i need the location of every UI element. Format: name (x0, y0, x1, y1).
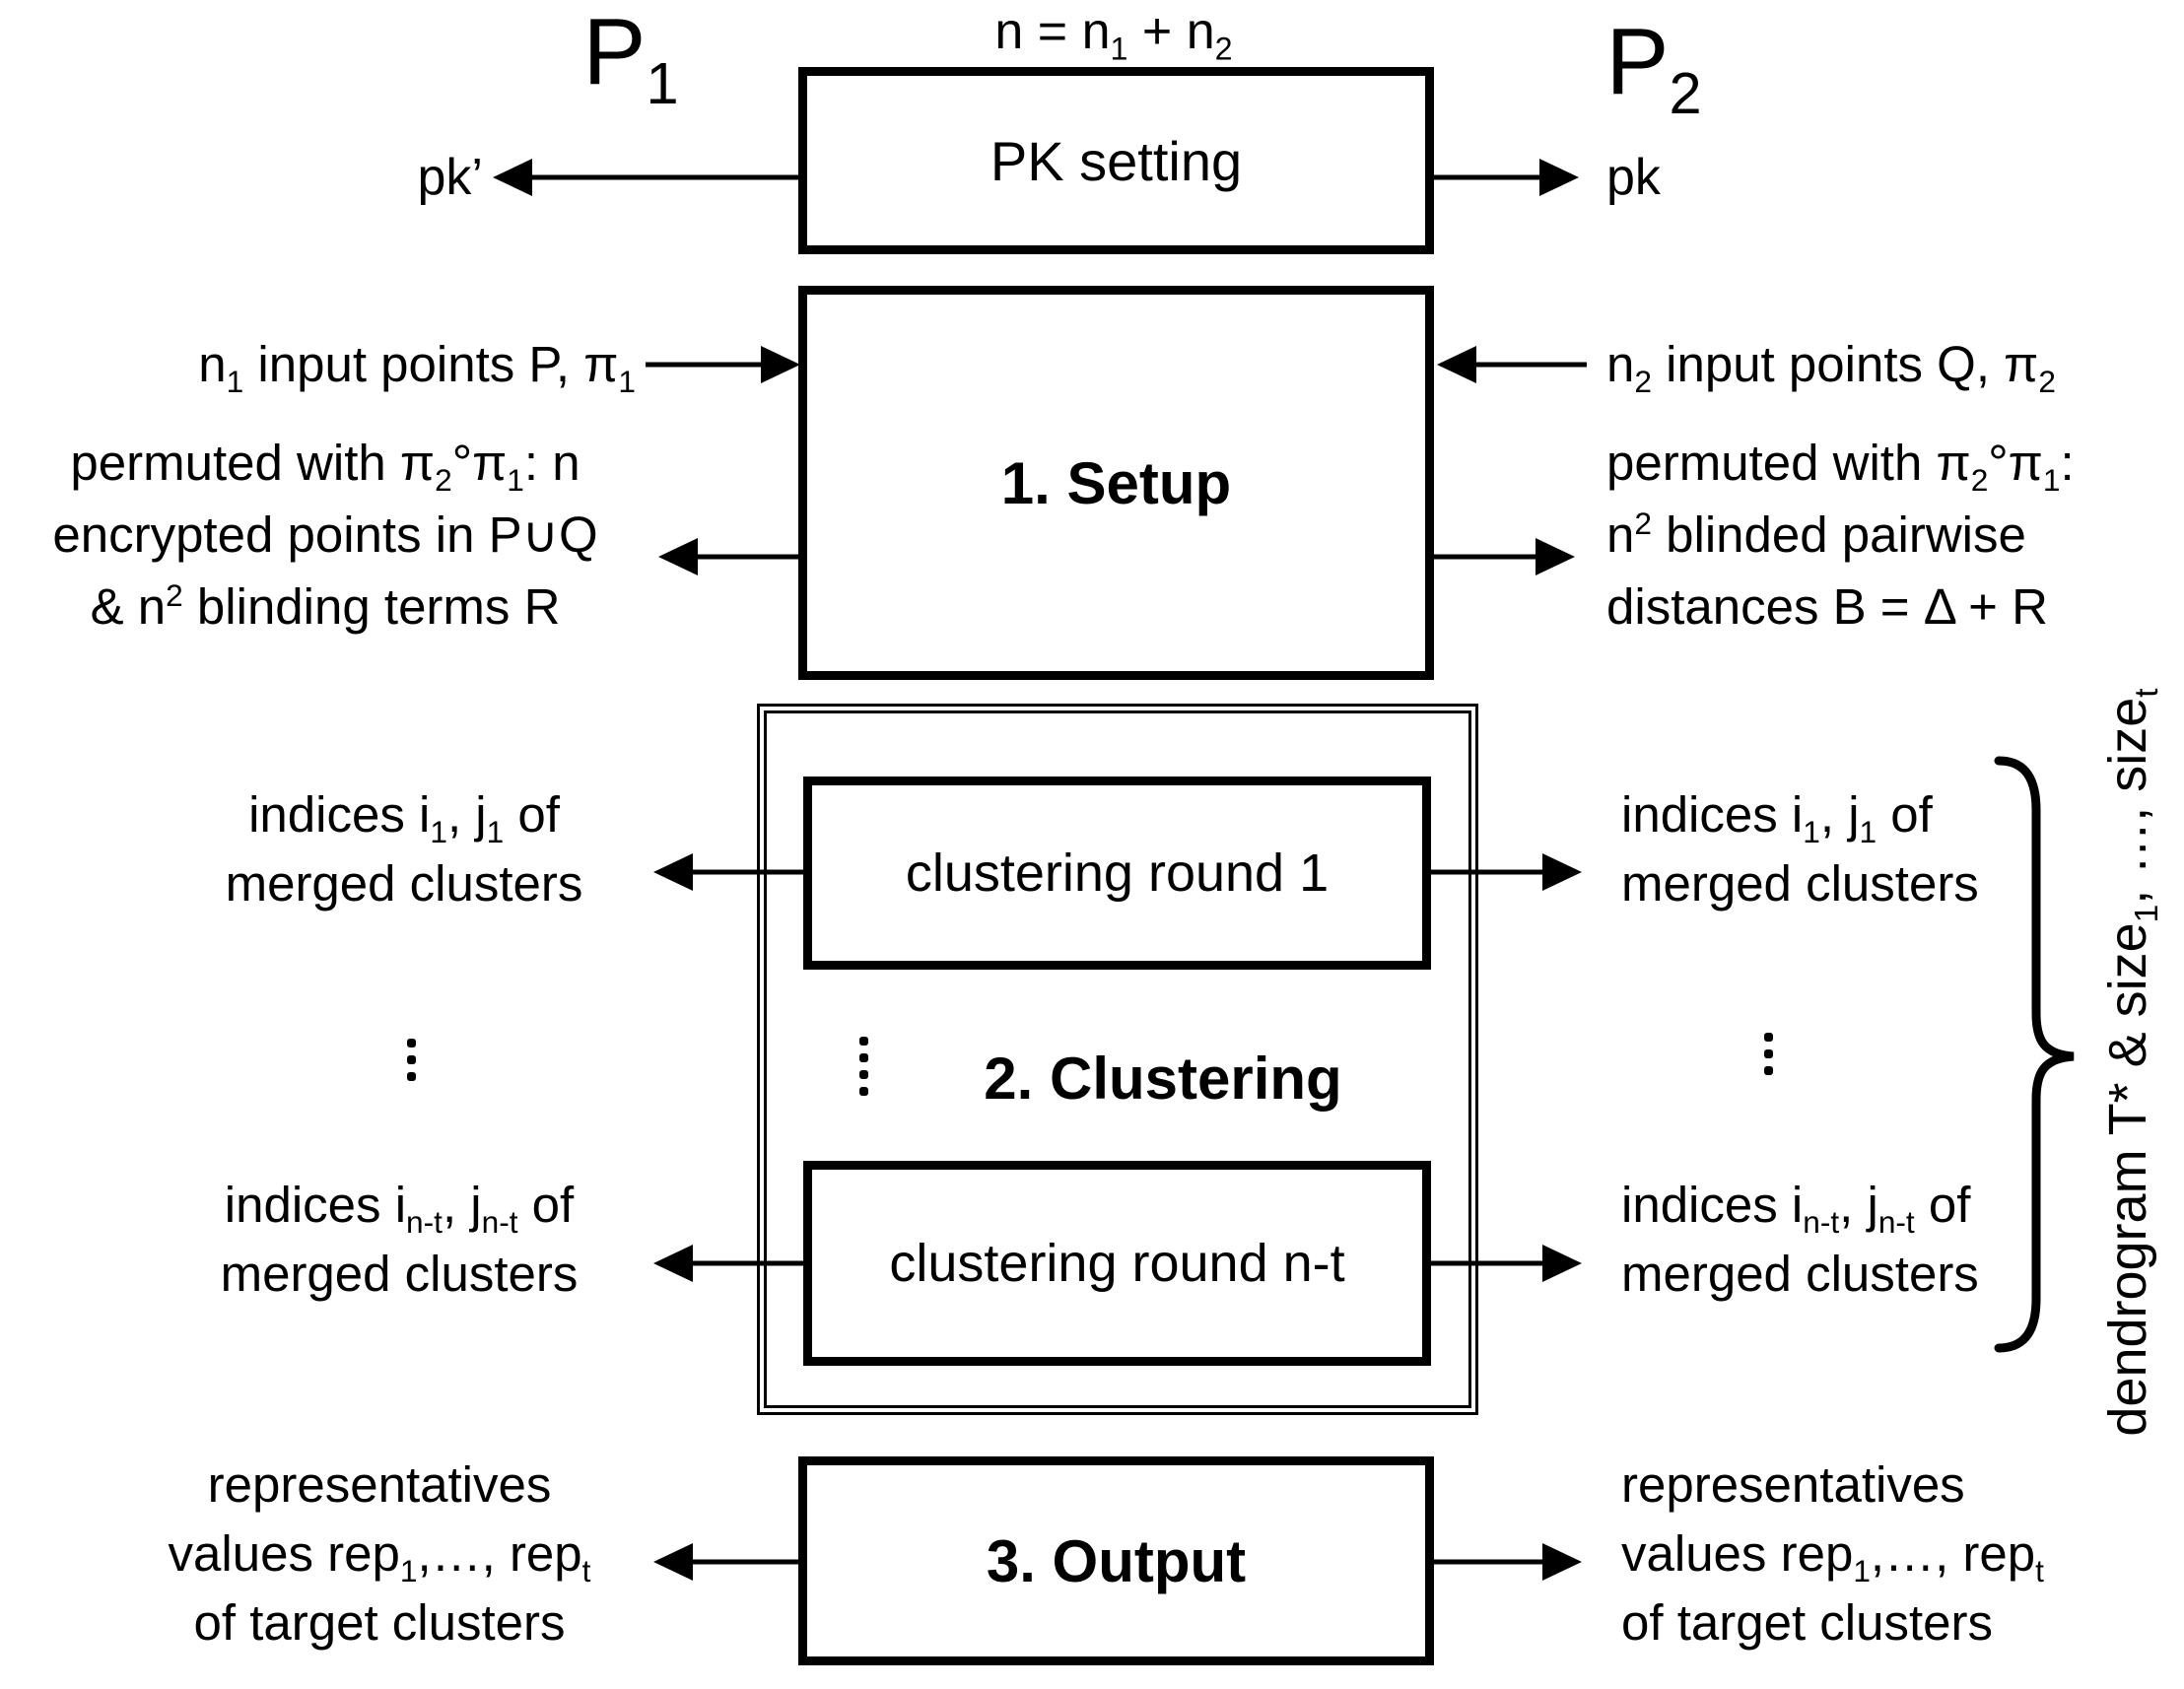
setup-box: 1. Setup (798, 286, 1434, 680)
arrow-output-to-p2 (1434, 1543, 1582, 1581)
vertical-ellipsis-icon (407, 1039, 416, 1081)
party-p2-label: P2 (1605, 9, 1702, 127)
pk-prime-label: pk’ (417, 149, 483, 206)
clustering-section-container (757, 704, 1478, 1415)
clustering-round-nt-label: clustering round n-t (889, 1234, 1345, 1293)
vertical-ellipsis-icon (859, 1037, 868, 1096)
party-p1-label: P1 (582, 0, 679, 117)
arrow-setup-to-p2 (1434, 538, 1575, 575)
pk-setting-box-label: PK setting (990, 129, 1243, 192)
n-equation-label: n = n1 + n2 (994, 3, 1233, 67)
pk-setting-box: PK setting (798, 67, 1434, 254)
arrow-pk-to-p2 (1434, 159, 1579, 196)
dendrogram-output-label: dendrogram T* & size1, …, sizet (2098, 688, 2165, 1437)
arrow-output-to-p1 (653, 1543, 798, 1581)
arrow-pk-to-p1 (493, 159, 798, 196)
round1-right-output-label: indices i1, j1 of merged clusters (1621, 786, 1979, 912)
setup-right-output-label: permuted with π2°π1: n2 blinded pairwise… (1606, 435, 2075, 635)
arrow-setup-to-p1 (658, 538, 798, 575)
output-box-label: 3. Output (986, 1527, 1247, 1594)
round1-left-output-label: indices i1, j1 of merged clusters (225, 786, 583, 912)
setup-right-input-label: n2 input points Q, π2 (1606, 336, 2056, 400)
pk-label: pk (1606, 149, 1661, 206)
clustering-round-1-label: clustering round 1 (905, 844, 1330, 903)
output-right-label: representatives values rep1,…, rept of t… (1621, 1456, 2044, 1651)
output-left-label: representatives values rep1,…, rept of t… (168, 1456, 591, 1651)
setup-left-output-label: permuted with π2°π1: n encrypted points … (52, 435, 598, 635)
setup-box-label: 1. Setup (1000, 449, 1232, 516)
output-box: 3. Output (798, 1456, 1434, 1665)
clustering-section-label: 2. Clustering (984, 1046, 1342, 1112)
arrow-p1-input-to-setup (646, 346, 800, 383)
arrow-p2-input-to-setup (1437, 346, 1587, 383)
clustering-round-nt-box: clustering round n-t (803, 1161, 1431, 1366)
round-nt-left-output-label: indices in-t, jn-t of merged clusters (220, 1177, 579, 1302)
vertical-ellipsis-icon (1764, 1033, 1773, 1075)
round-nt-right-output-label: indices in-t, jn-t of merged clusters (1621, 1177, 1979, 1302)
setup-left-input-label: n1 input points P, π1 (198, 336, 636, 400)
clustering-round-1-box: clustering round 1 (803, 777, 1431, 970)
